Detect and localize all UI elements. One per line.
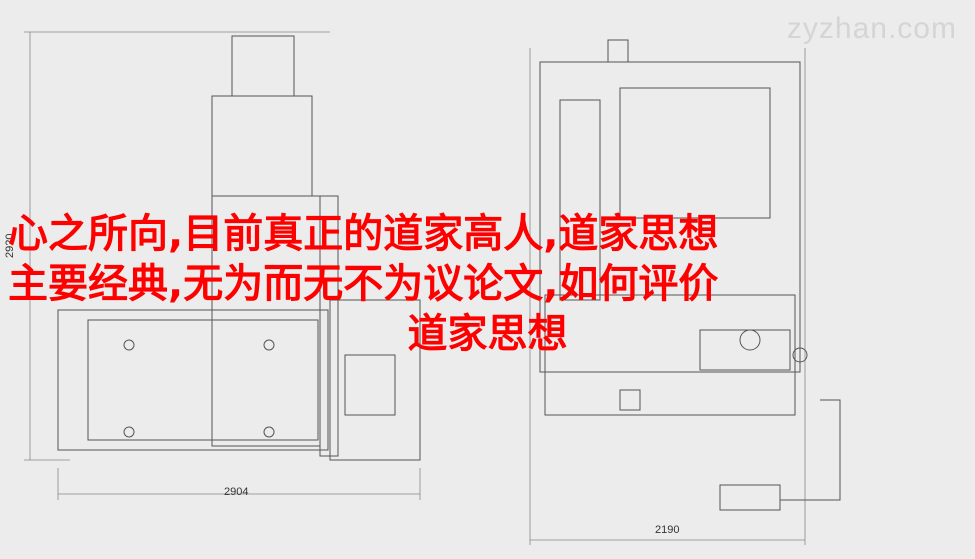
watermark: zyzhan.com: [786, 12, 957, 45]
dimension-right-width: 2190: [655, 524, 680, 536]
left-machine-drawing: [24, 31, 421, 500]
headline-line-3: 道家思想: [407, 311, 568, 357]
headline-line-1: 心之所向,目前真正的道家高人,道家思想: [8, 211, 719, 257]
headline-line-2: 主要经典,无为而无不为议论文,如何评价: [8, 261, 719, 307]
right-machine-drawing: [529, 39, 841, 545]
dimension-left-width: 2904: [224, 486, 249, 498]
